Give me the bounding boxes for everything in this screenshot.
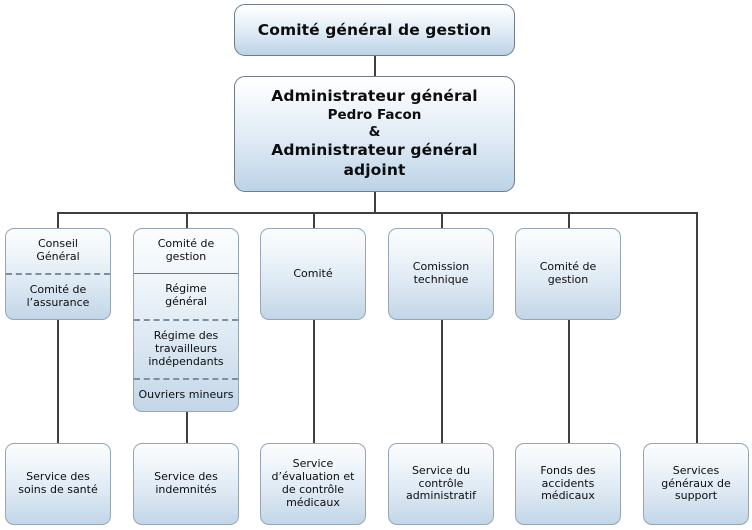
connector-bus-to-committee-5 — [568, 212, 570, 228]
connector-distribution-bar — [57, 212, 698, 214]
connector-director-to-bus — [374, 192, 376, 213]
connector-committee-5-to-service-5 — [568, 320, 570, 443]
node-label: Comité général de gestion — [257, 20, 492, 39]
connector-committee-4-to-service-4 — [441, 320, 443, 443]
connector-committee-1-to-service-1 — [57, 320, 59, 443]
committee-cell: Ouvriers mineurs — [134, 377, 238, 411]
connector-bus-to-service-6 — [696, 212, 698, 443]
connector-bus-to-committee-4 — [441, 212, 443, 228]
committee-cell: Comité — [293, 266, 333, 280]
node-comite[interactable]: Comité — [260, 228, 366, 320]
connector-committee-3-to-service-3 — [313, 320, 315, 443]
node-administrateur-general[interactable]: Administrateur général Pedro Facon & Adm… — [234, 76, 515, 192]
connector-committee-2-to-service-2 — [186, 412, 188, 443]
connector-bus-to-committee-3 — [313, 212, 315, 228]
connector-bus-to-committee-2 — [186, 212, 188, 228]
node-comite-general-de-gestion[interactable]: Comité général de gestion — [234, 4, 515, 56]
connector-root-to-director — [374, 56, 376, 76]
director-deputy-title-line: Administrateur général adjoint — [271, 141, 478, 180]
director-title-line: Administrateur général — [271, 86, 478, 105]
node-label-group: Administrateur général Pedro Facon & Adm… — [235, 77, 514, 191]
director-name: Pedro Facon — [327, 106, 422, 123]
connector-bus-to-committee-1 — [57, 212, 59, 228]
director-ampersand: & — [368, 124, 381, 141]
